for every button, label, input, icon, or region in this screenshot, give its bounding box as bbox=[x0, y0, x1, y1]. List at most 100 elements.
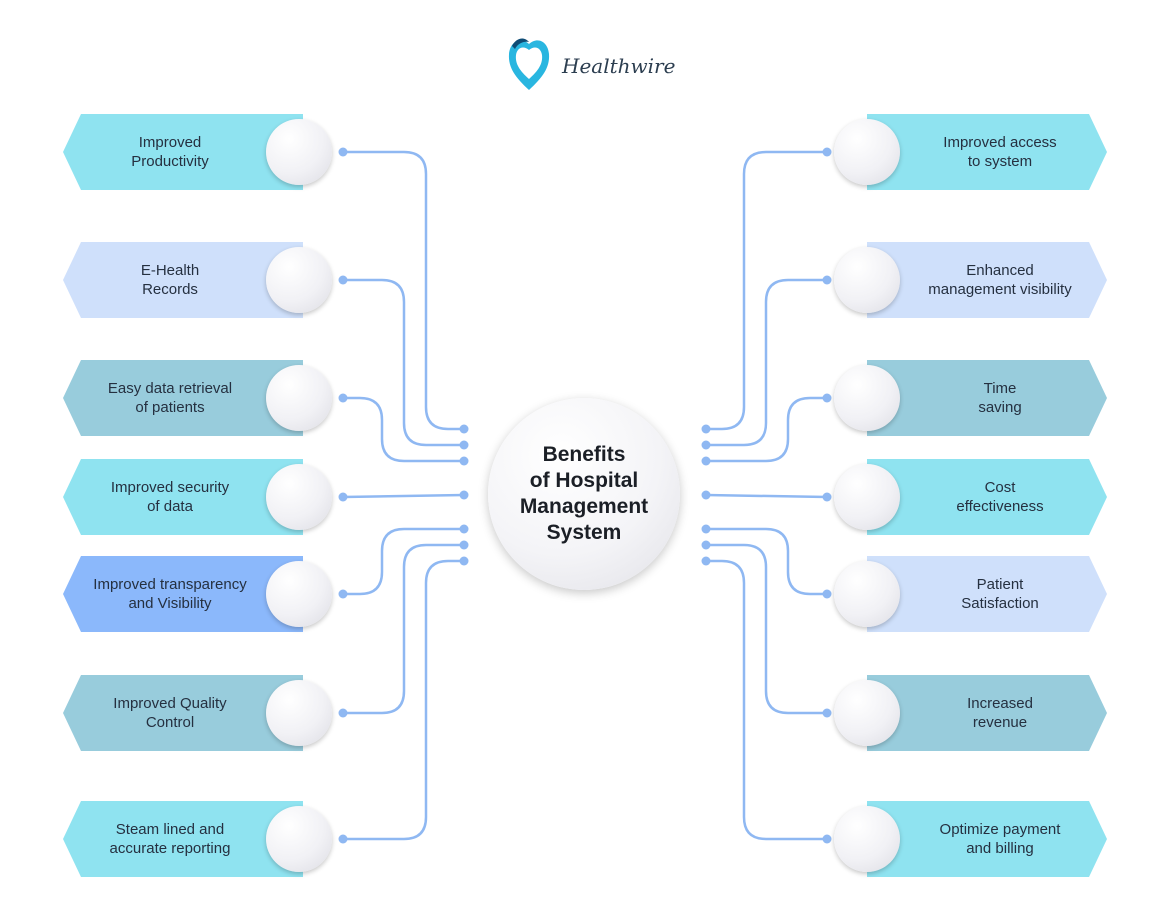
connector-right-5 bbox=[701, 524, 832, 599]
hub-title: Benefits of Hospital Management System bbox=[519, 443, 649, 544]
connector-dot bbox=[822, 589, 832, 599]
connector-path bbox=[706, 278, 827, 447]
benefit-knob bbox=[834, 247, 900, 313]
benefit-tag-left-5: Improved transparency and Visibility bbox=[63, 556, 303, 632]
connector-path bbox=[706, 543, 827, 715]
benefit-knob bbox=[266, 561, 332, 627]
center-hub: Benefits of Hospital Management System bbox=[488, 398, 680, 590]
connector-path bbox=[343, 559, 464, 841]
connector-dot bbox=[338, 393, 348, 403]
benefit-label: Improved Productivity bbox=[131, 134, 209, 170]
connector-dot bbox=[338, 492, 348, 502]
connector-dot bbox=[822, 147, 832, 157]
connector-dot bbox=[822, 834, 832, 844]
benefit-tag-left-1: Improved Productivity bbox=[63, 114, 303, 190]
connector-dot bbox=[822, 492, 832, 502]
benefit-tag-left-3: Easy data retrieval of patients bbox=[63, 360, 303, 436]
benefit-knob bbox=[266, 680, 332, 746]
benefit-tag-right-3: Time saving bbox=[867, 360, 1107, 436]
benefit-tag-right-5: Patient Satisfaction bbox=[867, 556, 1107, 632]
benefit-label: Easy data retrieval of patients bbox=[107, 380, 233, 416]
benefit-tag-right-4: Cost effectiveness bbox=[867, 459, 1107, 535]
benefit-tag-right-7: Optimize payment and billing bbox=[867, 801, 1107, 877]
benefit-label: Improved transparency and Visibility bbox=[93, 576, 247, 612]
benefit-label: Optimize payment and billing bbox=[939, 821, 1061, 857]
benefit-label: Patient Satisfaction bbox=[961, 576, 1039, 612]
connector-path bbox=[706, 527, 827, 596]
connector-dot bbox=[701, 556, 711, 566]
connector-dot bbox=[459, 424, 469, 434]
connector-dot bbox=[338, 708, 348, 718]
connector-dot bbox=[822, 275, 832, 285]
benefit-knob bbox=[834, 119, 900, 185]
benefit-label: Improved access to system bbox=[943, 134, 1057, 170]
benefit-label: Improved security of data bbox=[110, 479, 230, 515]
benefit-knob bbox=[834, 464, 900, 530]
connector-dot bbox=[701, 456, 711, 466]
benefit-knob bbox=[266, 119, 332, 185]
connector-path bbox=[343, 150, 464, 431]
benefit-knob bbox=[834, 561, 900, 627]
connector-path bbox=[706, 150, 827, 431]
connector-dot bbox=[822, 708, 832, 718]
heart-shield-icon bbox=[508, 38, 550, 90]
connector-dot bbox=[701, 524, 711, 534]
brand-name: Healthwire bbox=[562, 54, 676, 78]
connector-dot bbox=[338, 834, 348, 844]
connector-left-6 bbox=[338, 540, 469, 718]
connector-right-1 bbox=[701, 147, 832, 434]
connector-right-6 bbox=[701, 540, 832, 718]
benefit-knob bbox=[266, 247, 332, 313]
connector-right-7 bbox=[701, 556, 832, 844]
connector-left-3 bbox=[338, 393, 469, 466]
connector-left-7 bbox=[338, 556, 469, 844]
connector-dot bbox=[822, 393, 832, 403]
benefit-label: Cost effectiveness bbox=[956, 479, 1044, 515]
connector-path bbox=[343, 278, 464, 447]
benefit-label: Enhanced management visibility bbox=[928, 262, 1072, 298]
connector-path bbox=[343, 527, 464, 596]
connector-dot bbox=[459, 490, 469, 500]
benefit-knob bbox=[266, 365, 332, 431]
benefit-knob bbox=[266, 464, 332, 530]
connector-left-4 bbox=[338, 490, 469, 502]
connector-path bbox=[706, 396, 827, 463]
connector-dot bbox=[338, 589, 348, 599]
benefit-knob bbox=[834, 680, 900, 746]
connector-path bbox=[706, 559, 827, 841]
benefit-tag-left-6: Improved Quality Control bbox=[63, 675, 303, 751]
connector-right-4 bbox=[701, 490, 832, 502]
connector-dot bbox=[459, 456, 469, 466]
benefit-label: E-Health Records bbox=[140, 262, 200, 298]
connector-left-5 bbox=[338, 524, 469, 599]
connector-right-3 bbox=[701, 393, 832, 466]
benefit-label: Steam lined and accurate reporting bbox=[109, 821, 231, 857]
connector-dot bbox=[701, 440, 711, 450]
benefit-label: Improved Quality Control bbox=[113, 695, 227, 731]
connector-dot bbox=[701, 424, 711, 434]
connector-dot bbox=[338, 275, 348, 285]
connector-left-1 bbox=[338, 147, 469, 434]
benefit-knob bbox=[834, 806, 900, 872]
benefit-tag-left-4: Improved security of data bbox=[63, 459, 303, 535]
benefit-knob bbox=[266, 806, 332, 872]
benefit-tag-right-1: Improved access to system bbox=[867, 114, 1107, 190]
connector-right-2 bbox=[701, 275, 832, 450]
connector-left-2 bbox=[338, 275, 469, 450]
benefit-knob bbox=[834, 365, 900, 431]
connector-path bbox=[343, 396, 464, 463]
benefit-label: Time saving bbox=[978, 380, 1022, 416]
connector-dot bbox=[701, 540, 711, 550]
benefit-tag-right-6: Increased revenue bbox=[867, 675, 1107, 751]
connector-dot bbox=[701, 490, 711, 500]
connector-dot bbox=[459, 540, 469, 550]
connector-path bbox=[342, 493, 465, 499]
benefit-tag-left-2: E-Health Records bbox=[63, 242, 303, 318]
connector-dot bbox=[459, 440, 469, 450]
benefit-tag-left-7: Steam lined and accurate reporting bbox=[63, 801, 303, 877]
connector-dot bbox=[459, 524, 469, 534]
connector-dot bbox=[338, 147, 348, 157]
connector-path bbox=[343, 543, 464, 715]
